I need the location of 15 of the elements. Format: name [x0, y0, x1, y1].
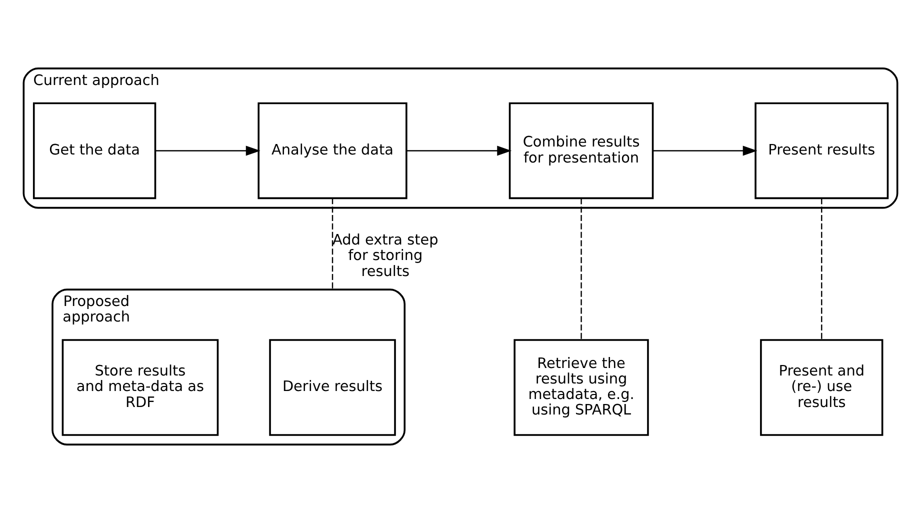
node-box: Get the data: [32, 102, 156, 200]
node-box: Retrieve the results using metadata, e.g. using SPARQL: [513, 339, 648, 436]
node-box: Present and (re-) use results: [760, 339, 883, 436]
node-box: Store results and meta-data as RDF: [61, 339, 218, 436]
arrow: [154, 146, 260, 156]
node-box: Combine results for presentation: [508, 102, 654, 200]
node-box: Analyse the data: [257, 102, 407, 200]
connector: [820, 198, 822, 340]
connector: [580, 198, 582, 340]
arrow: [652, 146, 757, 156]
node-box: Present results: [754, 102, 888, 200]
connector: [331, 198, 333, 290]
node-box: Derive results: [268, 339, 396, 436]
arrow: [406, 146, 512, 156]
edge-label: Add extra step for storing results: [332, 232, 438, 280]
